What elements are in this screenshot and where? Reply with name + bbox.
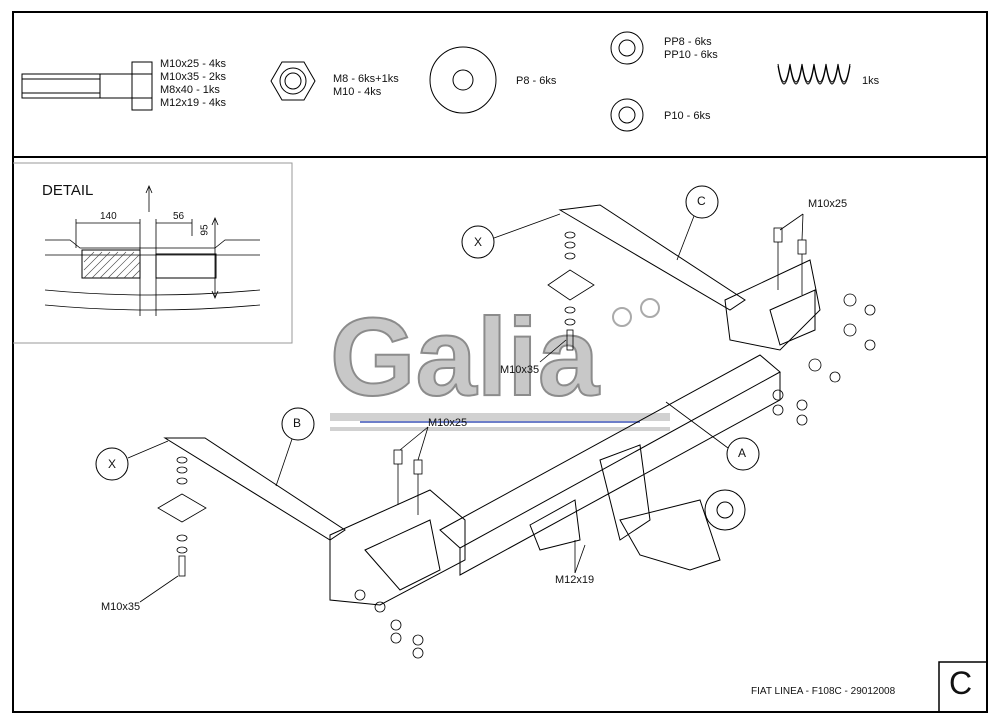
small-washer-icon	[610, 98, 644, 132]
nut-icon	[270, 61, 316, 101]
detail-dim-95: 95	[199, 224, 211, 236]
bolt-qty-2: M10x35 - 2ks	[160, 71, 227, 83]
bolt-icon	[21, 61, 153, 111]
detail-drawing	[44, 184, 261, 316]
large-washer-icon	[429, 46, 497, 114]
label-m10x35-center: M10x35	[500, 364, 540, 376]
callout-b: B	[293, 416, 302, 430]
revision-letter: C	[949, 665, 973, 701]
leader-lines	[127, 213, 804, 603]
plate-stack-left	[157, 456, 207, 577]
detail-dim-140: 140	[100, 211, 117, 222]
watermark-logo	[330, 413, 670, 431]
callout-a: A	[738, 446, 747, 460]
callout-circles	[95, 185, 760, 481]
label-m10x35-left: M10x35	[101, 601, 141, 613]
plate-stack-top	[547, 231, 595, 351]
label-m10x25-right: M10x25	[808, 198, 848, 210]
bolts-right	[772, 227, 876, 426]
bolts-left	[354, 449, 424, 659]
label-m12x19: M12x19	[555, 574, 595, 586]
callout-x-left: X	[108, 457, 117, 471]
callout-x-top: X	[474, 235, 483, 249]
detail-title: DETAIL	[42, 182, 94, 199]
spring-washer-icon	[610, 31, 644, 65]
spring-qty: 1ks	[862, 75, 880, 87]
spring-washer-qty-2: PP10 - 6ks	[664, 49, 718, 61]
spring-washer-qty-1: PP8 - 6ks	[664, 36, 712, 48]
watermark-text: Galia	[330, 296, 600, 419]
nut-qty-1: M8 - 6ks+1ks	[333, 73, 399, 85]
callout-c: C	[697, 194, 706, 208]
bolt-qty-1: M10x25 - 4ks	[160, 58, 227, 70]
main-crossbar	[163, 204, 821, 606]
title-block-text: FIAT LINEA - F108C - 29012008	[751, 686, 896, 697]
hatching	[83, 251, 141, 279]
large-washer-qty: P8 - 6ks	[516, 75, 557, 87]
spring-icon	[777, 63, 851, 85]
detail-dim-56: 56	[173, 211, 185, 222]
bolt-qty-4: M12x19 - 4ks	[160, 97, 227, 109]
label-m10x25-center: M10x25	[428, 417, 468, 429]
nut-qty-2: M10 - 4ks	[333, 86, 382, 98]
bolt-qty-3: M8x40 - 1ks	[160, 84, 220, 96]
small-washer-qty: P10 - 6ks	[664, 110, 711, 122]
